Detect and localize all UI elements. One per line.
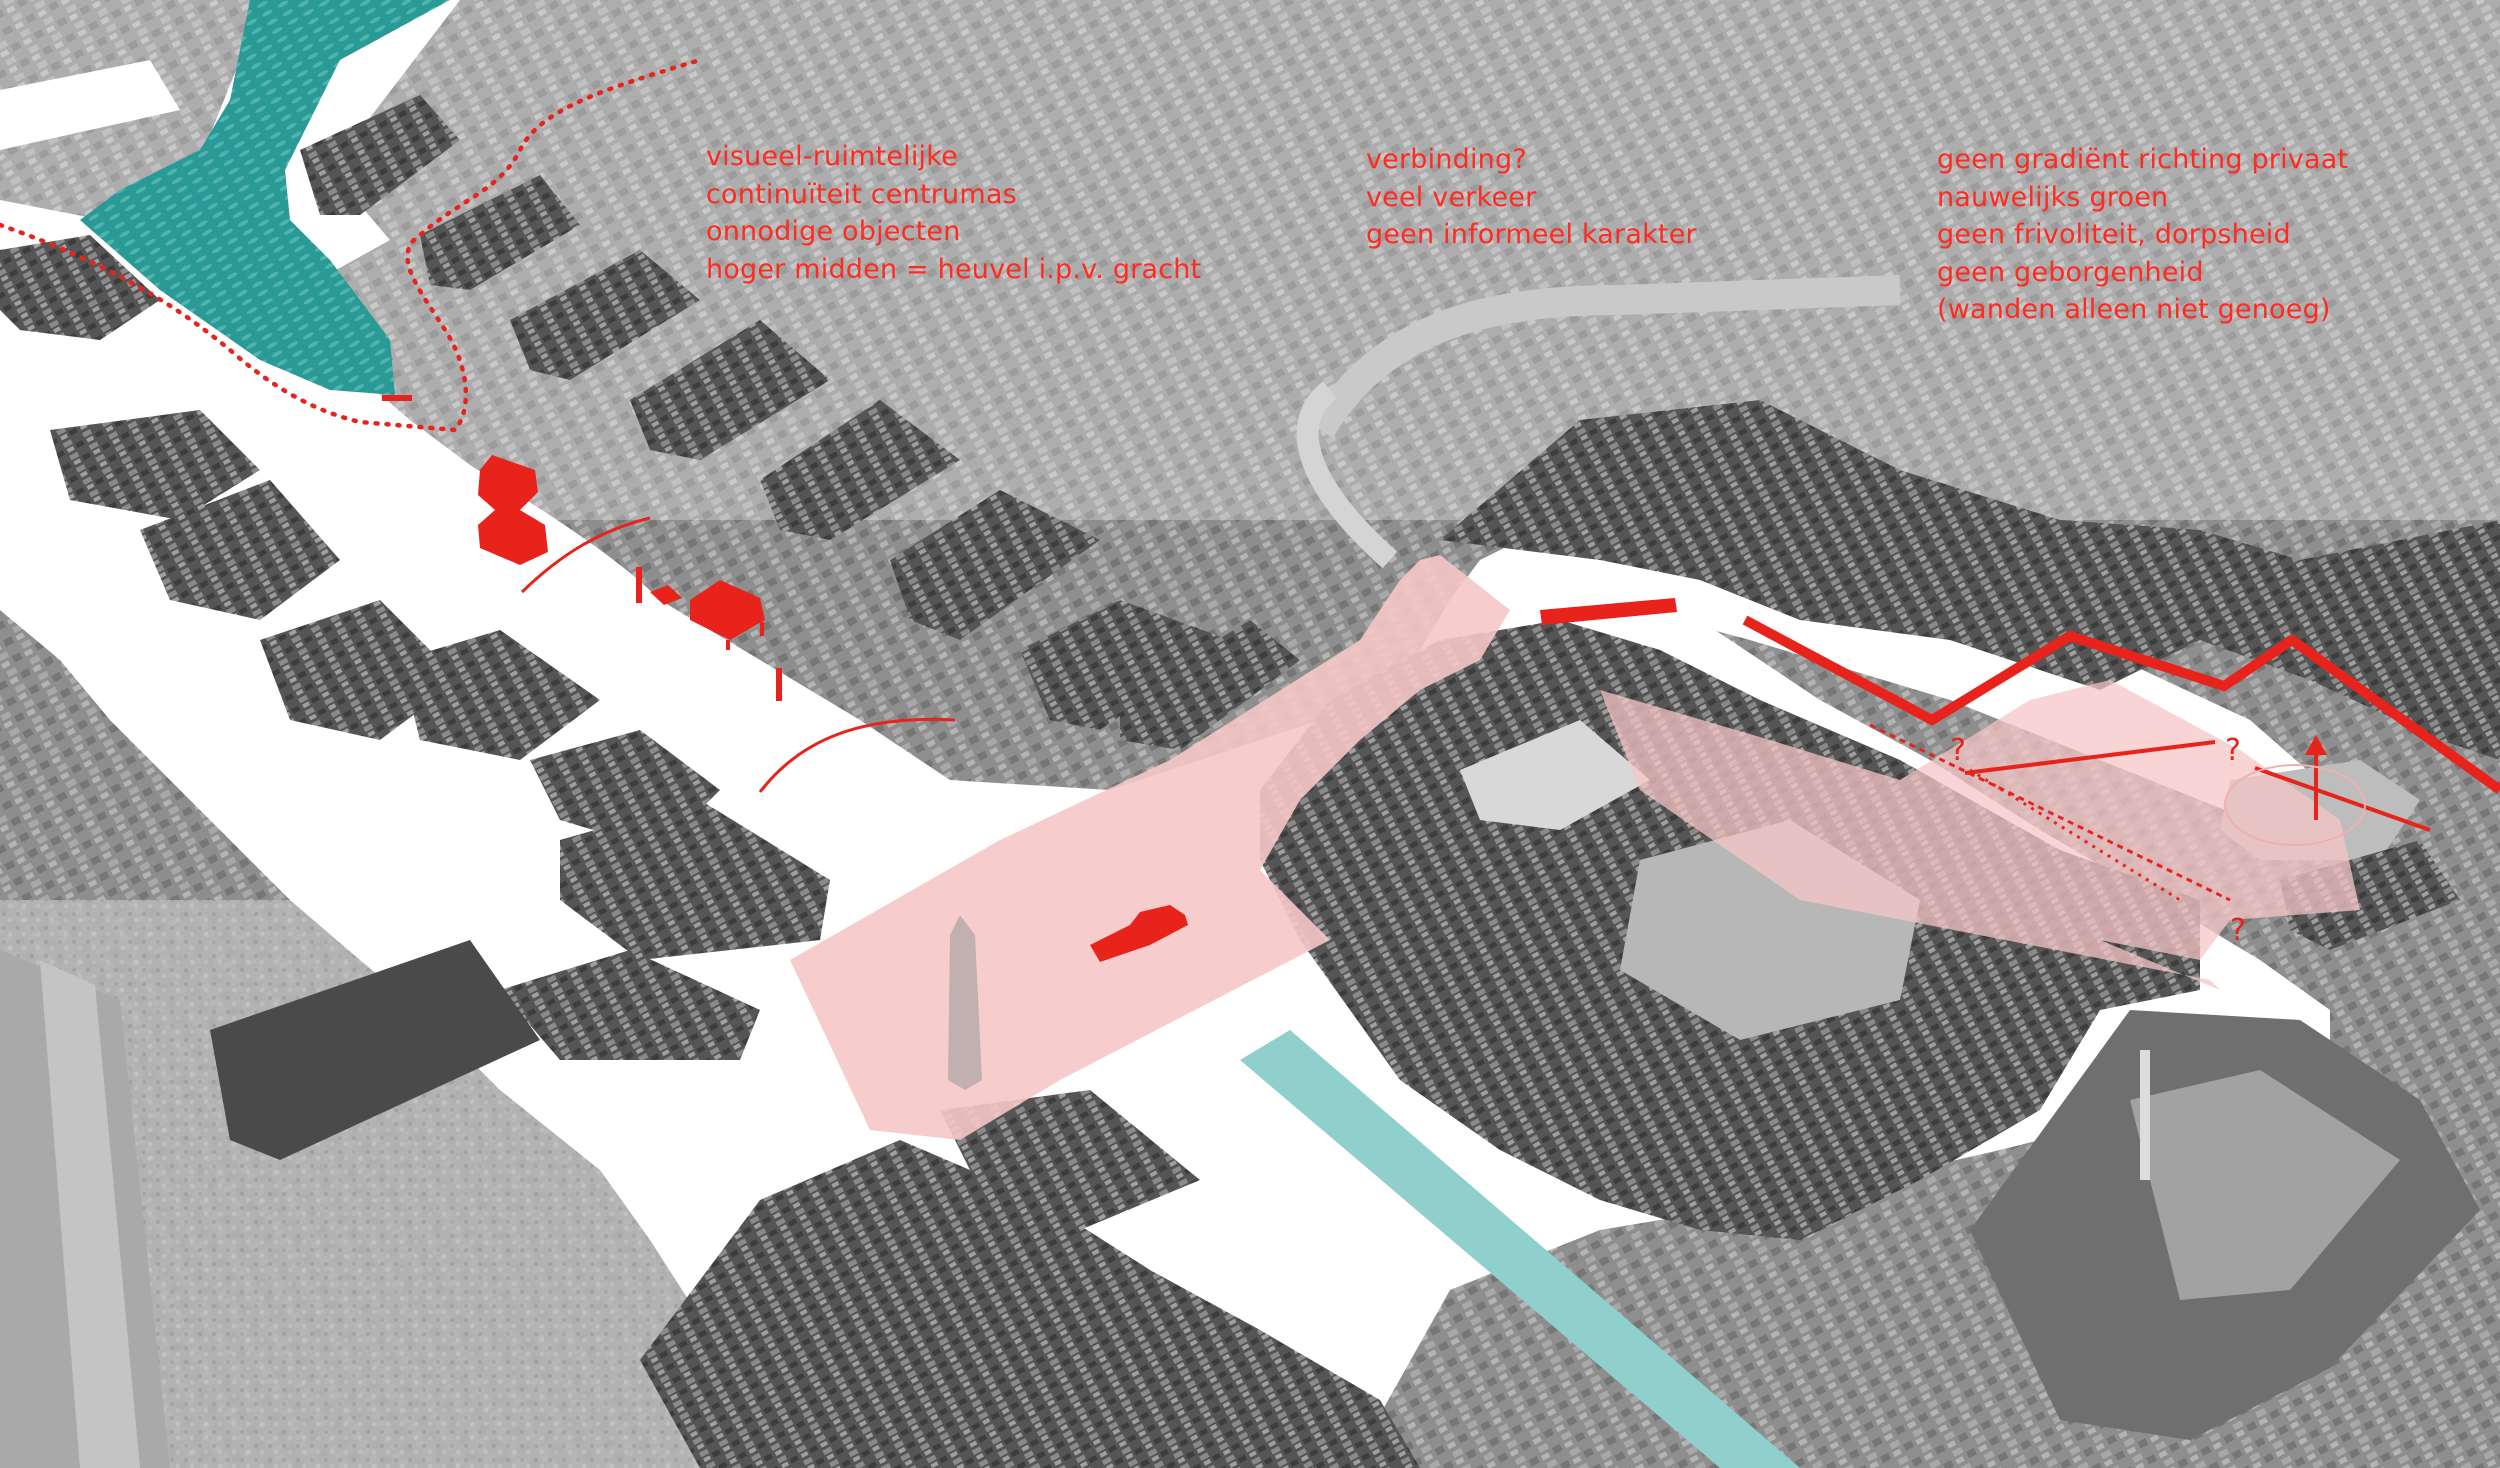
courtyard-2	[1460, 720, 1650, 830]
object-bench	[1090, 905, 1188, 962]
row-west-8	[500, 950, 760, 1060]
link-q2-roundhouse	[2254, 766, 2431, 832]
link-q1-q2	[1964, 740, 2216, 775]
object-small-cube	[650, 585, 682, 605]
link-q1-q3	[1869, 723, 2231, 902]
row-south-2	[940, 1090, 1200, 1230]
row-north-8	[1120, 620, 1300, 750]
square-ext-east	[1600, 680, 2360, 990]
row-north-7	[1020, 600, 1230, 730]
gateway-arc-1	[520, 516, 651, 594]
row-west-3	[140, 480, 340, 620]
row-west-4	[260, 600, 460, 740]
row-west-1	[0, 235, 160, 340]
facade-row-east	[1440, 400, 2500, 760]
curved-road-2	[1296, 381, 1398, 569]
annotation-line: onnodige objecten	[706, 216, 961, 247]
water-strip	[1240, 1030, 1800, 1468]
annotation-line: veel verkeer	[1366, 181, 1537, 213]
red-objects	[478, 455, 1677, 962]
object-pole-1	[636, 567, 642, 603]
annotation-line: verbinding?	[1366, 144, 1527, 175]
annotation-line: visueel-ruimtelijke	[706, 141, 958, 172]
question-mark-3: ?	[2230, 913, 2246, 948]
annotation-line: geen informeel karakter	[1366, 219, 1697, 250]
annotation-line: continuïteit centrumas	[706, 178, 1017, 210]
obelisk	[948, 915, 982, 1090]
row-north-6	[890, 490, 1100, 640]
street-northwest	[0, 60, 180, 150]
row-west-7	[560, 800, 830, 960]
question-mark-1: ?	[1950, 733, 1966, 768]
row-north-5	[760, 400, 960, 540]
row-north-1	[300, 95, 460, 215]
building-rows	[0, 95, 2500, 1468]
annotation-private-edge: geen gradiënt richting privaat nauwelijk…	[1937, 141, 2348, 329]
annotation-continuity: visueel-ruimtelijke continuïteit centrum…	[706, 138, 1201, 288]
annotation-line: geen gradiënt richting privaat	[1937, 144, 2349, 175]
question-mark-2: ?	[2225, 733, 2241, 768]
canal-dotted-boundary	[0, 57, 703, 433]
annotation-line: hoger midden = heuvel i.p.v. gracht	[706, 253, 1202, 285]
row-south-1	[640, 1140, 1420, 1468]
object-pole-2	[776, 668, 782, 701]
wall-edge-line	[1742, 615, 2500, 795]
field-strips-2	[40, 960, 140, 1468]
arrow-head	[2305, 735, 2327, 755]
gateway-arc-2	[758, 717, 956, 793]
annotation-line: geen frivoliteit, dorpsheid	[1937, 219, 2291, 250]
annotation-line: nauwelijks groen	[1937, 181, 2169, 213]
roundhouse-disc	[2224, 764, 2366, 846]
row-north-2	[420, 175, 580, 290]
curved-road	[1307, 275, 1901, 438]
church-roof	[2130, 1070, 2400, 1300]
red-bar-north	[1540, 598, 1677, 625]
annotation-line: geen geborgenheid	[1937, 256, 2204, 288]
row-north-4	[630, 320, 830, 460]
supermarket-block	[210, 940, 540, 1160]
canal-harbor	[80, 0, 450, 395]
annotation-connection: verbinding? veel verkeer geen informeel …	[1366, 141, 1697, 254]
annotation-line: (wanden alleen niet genoeg)	[1937, 294, 2331, 325]
row-west-2	[50, 410, 260, 520]
object-figure-eight	[478, 455, 548, 565]
row-north-3	[510, 250, 700, 380]
object-table	[690, 580, 765, 640]
row-west-5	[400, 630, 600, 760]
